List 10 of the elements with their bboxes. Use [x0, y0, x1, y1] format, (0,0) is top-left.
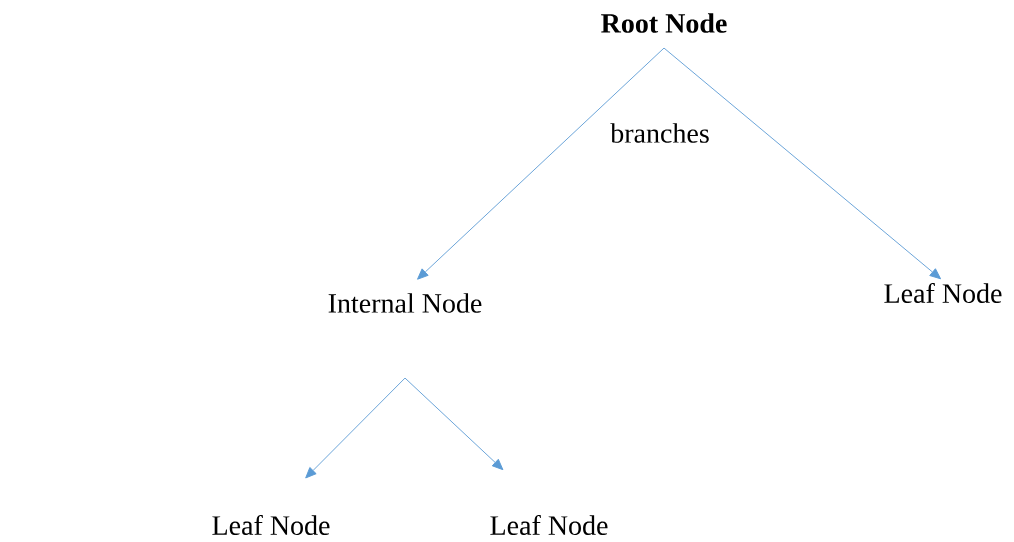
arrow	[404, 377, 504, 471]
arrow	[417, 47, 665, 280]
node-label: Internal Node	[328, 293, 482, 313]
node-label: Leaf Node	[884, 283, 1002, 303]
root-label: Root Node	[601, 13, 727, 33]
node-label: Leaf Node	[212, 515, 330, 535]
arrow	[305, 377, 406, 479]
node-label: Leaf Node	[490, 515, 608, 535]
arrow	[663, 47, 942, 280]
edge-label: branches	[608, 121, 712, 145]
